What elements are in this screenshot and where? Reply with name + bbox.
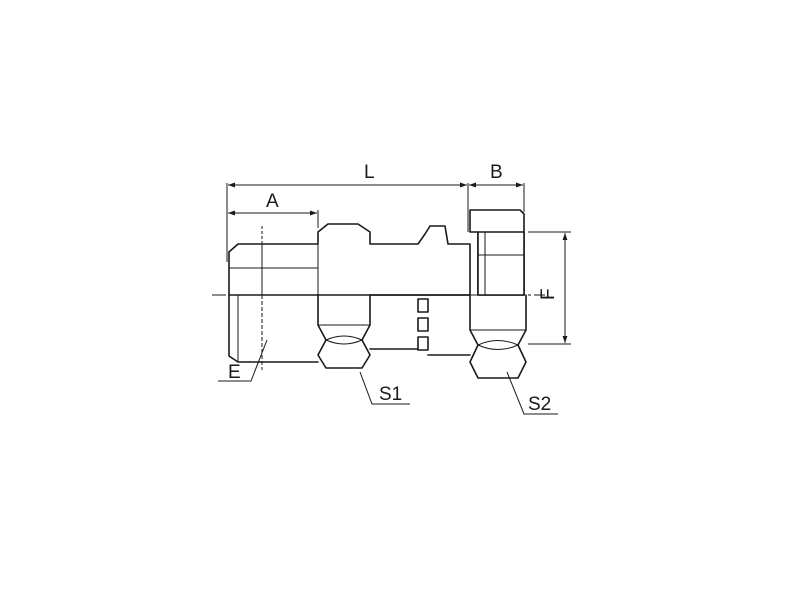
label-s2: S2 <box>528 394 551 415</box>
hex-s1 <box>317 294 371 369</box>
label-l: L <box>364 162 375 183</box>
leader-lines <box>218 339 558 415</box>
label-f: F <box>538 288 559 300</box>
dimension-lines <box>226 182 571 345</box>
label-b: B <box>490 162 503 183</box>
male-thread-end <box>228 223 471 370</box>
label-a: A <box>266 191 279 212</box>
label-s1: S1 <box>379 384 402 405</box>
swivel-nut <box>469 209 527 379</box>
body-middle <box>369 294 471 356</box>
label-e: E <box>228 362 241 383</box>
